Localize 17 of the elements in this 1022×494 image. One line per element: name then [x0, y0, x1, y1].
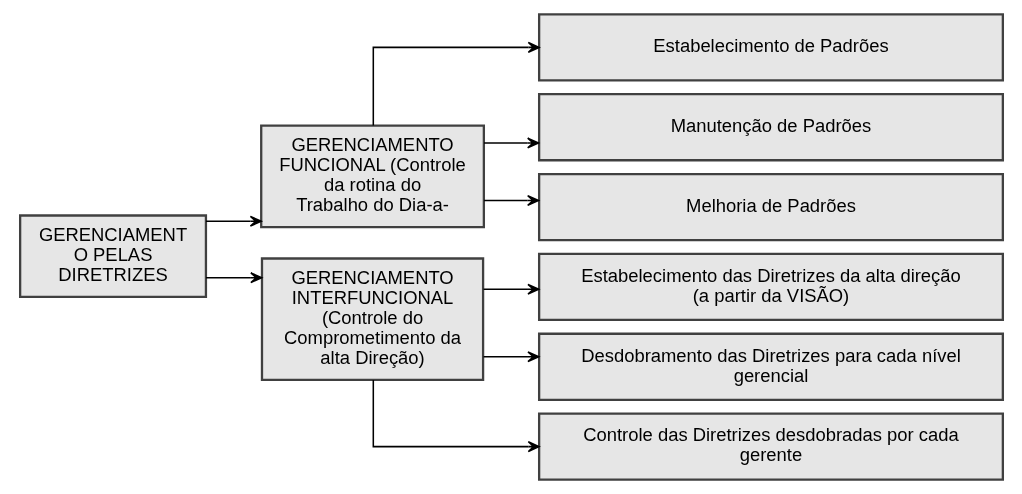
arrow [482, 283, 539, 295]
arrow [204, 215, 262, 227]
arrow [482, 194, 539, 207]
node-box: Manutenção de Padrões [537, 93, 1004, 162]
arrow [372, 379, 540, 453]
node-box: Estabelecimento de Padrões [537, 13, 1004, 82]
node-box: Estabelecimento das Diretrizes da alta direção (a partir da VISÃO) [537, 252, 1004, 322]
node-box: Melhoria de Padrões [537, 172, 1004, 242]
node-box: GERENCIAMENTO FUNCIONAL (Controle da rotina do Trabalho do Dia-a- [259, 124, 485, 229]
node-box: Desdobramento das Diretrizes para cada nível gerencial [537, 332, 1004, 401]
arrow [482, 351, 539, 363]
arrow [204, 272, 262, 284]
arrow [372, 41, 540, 127]
arrow [482, 137, 539, 149]
node-box: GERENCIAMENT O PELAS DIRETRIZES [18, 214, 207, 299]
node-box: GERENCIAMENTO INTERFUNCIONAL (Controle do Comprometimento da alta Direção) [260, 257, 484, 381]
node-box: Controle das Diretrizes desdobradas por cada gerente [537, 412, 1004, 481]
